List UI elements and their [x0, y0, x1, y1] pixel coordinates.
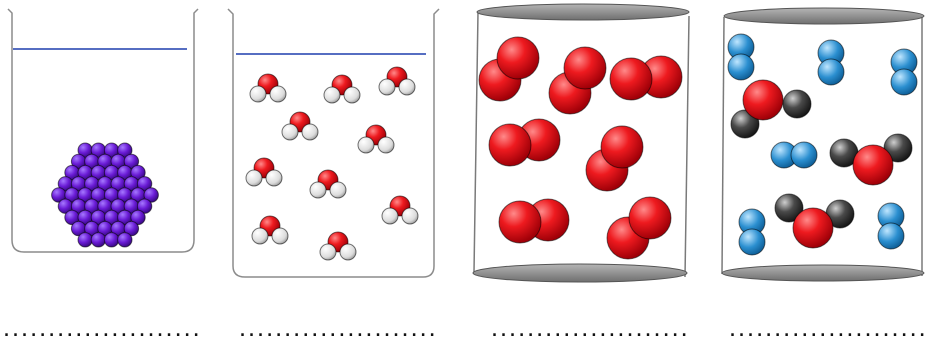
blue-atom	[738, 228, 766, 256]
red-black-molecule	[774, 193, 855, 249]
red-atom	[563, 46, 607, 90]
hydrogen-atom	[381, 207, 399, 225]
solid-particle-cluster	[51, 142, 159, 248]
blue-atom	[790, 141, 818, 169]
water-molecule	[319, 231, 357, 261]
hydrogen-atom	[249, 85, 267, 103]
purple-particle	[130, 209, 146, 226]
purple-particle	[123, 153, 140, 170]
red-diatomic-molecule	[488, 118, 561, 167]
water-molecules-group	[245, 66, 419, 261]
blue-atom	[817, 58, 845, 86]
red-diatomic-molecule	[606, 196, 672, 260]
red-diatomic-molecule	[609, 55, 683, 101]
water-molecule	[309, 169, 347, 199]
blue-diatomic-molecule	[877, 202, 905, 250]
water-molecule	[251, 215, 289, 245]
red-atom	[496, 36, 540, 80]
hydrogen-atom	[401, 207, 419, 225]
cylinder-3-bottom-cap	[472, 263, 688, 283]
red-atom	[742, 79, 784, 121]
red-diatomic-molecules-group	[478, 36, 683, 260]
water-molecule	[245, 157, 283, 187]
beaker-2-outline	[227, 8, 440, 278]
purple-particle	[136, 176, 153, 192]
hydrogen-atom	[251, 227, 269, 245]
beaker-1-outline	[7, 8, 199, 253]
purple-particle	[90, 232, 107, 248]
black-atom	[774, 193, 804, 223]
cylinder-3-left-wall	[473, 11, 479, 273]
hydrogen-atom	[398, 78, 416, 96]
blue-atom	[877, 222, 905, 250]
red-atom	[488, 123, 532, 167]
blue-diatomic-molecule	[817, 39, 845, 86]
hydrogen-atom	[339, 243, 357, 261]
answer-blank-3[interactable]: ........................	[490, 322, 690, 340]
water-molecule	[281, 111, 319, 141]
hydrogen-atom	[319, 243, 337, 261]
hydrogen-atom	[265, 169, 283, 187]
water-molecule	[323, 74, 361, 104]
red-atom	[852, 144, 894, 186]
water-molecule	[249, 73, 287, 103]
purple-particle	[117, 232, 133, 248]
purple-particle	[123, 220, 140, 237]
hydrogen-atom	[343, 86, 361, 104]
red-atom	[628, 196, 672, 240]
answer-blank-1[interactable]: ........................	[2, 322, 202, 340]
red-black-molecule	[730, 79, 812, 139]
red-diatomic-molecule	[478, 36, 540, 102]
water-molecule	[378, 66, 416, 96]
hydrogen-atom	[323, 86, 341, 104]
hydrogen-atom	[378, 78, 396, 96]
water-molecule	[357, 124, 395, 154]
water-molecule	[381, 195, 419, 225]
red-diatomic-molecule	[585, 125, 644, 192]
purple-particle	[136, 198, 153, 214]
hydrogen-atom	[357, 136, 375, 154]
cylinder-3-right-wall	[684, 15, 690, 278]
hydrogen-atom	[329, 181, 347, 199]
purple-particle	[103, 232, 120, 248]
red-atom	[792, 207, 834, 249]
blue-diatomic-molecule	[738, 208, 766, 256]
purple-particle	[143, 187, 159, 203]
panel-water-molecules	[227, 8, 440, 278]
answer-blank-2[interactable]: ........................	[238, 322, 438, 340]
blue-diatomic-molecule	[770, 141, 818, 169]
hydrogen-atom	[269, 85, 287, 103]
black-atom	[782, 89, 812, 119]
red-atom	[609, 57, 653, 101]
cylinder-3-top-cap	[476, 3, 690, 21]
red-diatomic-molecule	[498, 198, 570, 244]
cylinder-4-left-wall	[721, 16, 725, 275]
panel-red-diatomic	[472, 3, 690, 283]
blue-atom	[890, 68, 918, 96]
hydrogen-atom	[377, 136, 395, 154]
cylinder-4-bottom-cap	[721, 264, 925, 282]
panel-solid	[7, 8, 199, 253]
blue-diatomic-molecule	[727, 33, 755, 81]
hydrogen-atom	[245, 169, 263, 187]
red-diatomic-molecule	[548, 46, 607, 115]
hydrogen-atom	[301, 123, 319, 141]
hydrogen-atom	[309, 181, 327, 199]
panel-mixture	[721, 7, 925, 282]
purple-particle	[130, 164, 146, 181]
red-black-molecule	[829, 133, 913, 186]
hydrogen-atom	[271, 227, 289, 245]
cylinder-4-top-cap	[723, 7, 925, 25]
red-atom	[498, 200, 542, 244]
hydrogen-atom	[281, 123, 299, 141]
mixture-molecules-group	[727, 33, 918, 256]
answer-blank-4[interactable]: ........................	[728, 322, 925, 340]
blue-atom	[727, 53, 755, 81]
red-atom	[600, 125, 644, 169]
purple-particle	[117, 142, 133, 158]
purple-particle	[77, 232, 93, 248]
blue-diatomic-molecule	[890, 48, 918, 96]
